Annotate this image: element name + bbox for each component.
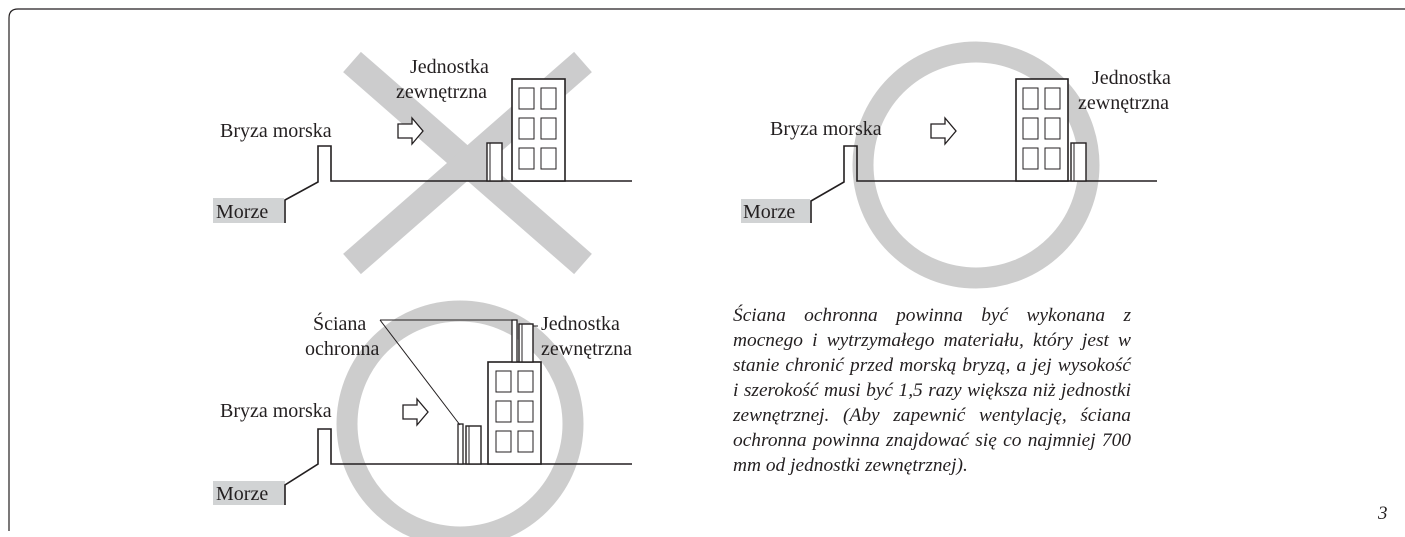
- wall-leader-line: [379, 319, 461, 426]
- building: [511, 78, 566, 182]
- sea-label-box: [213, 198, 284, 223]
- wind-arrow-icon: [397, 116, 424, 146]
- outdoor-unit-roof: [518, 323, 534, 363]
- outdoor-unit: [465, 425, 482, 465]
- building: [1015, 78, 1069, 182]
- page-border: [8, 8, 1405, 531]
- coastline: [810, 145, 1157, 223]
- sea-breeze-label: Bryza morska: [220, 120, 332, 142]
- outdoor-unit: [486, 142, 503, 182]
- outdoor-unit-label: Jednostka zewnętrzna: [1078, 67, 1176, 114]
- circle-ok-icon: [852, 41, 1100, 289]
- outdoor-unit: [1070, 142, 1087, 182]
- wind-arrow-icon: [930, 116, 957, 146]
- diagram-correct-wall: Morze Bryza morska Ściana ochronna: [213, 300, 632, 537]
- coastline: [284, 145, 632, 223]
- protective-wall-note: Ściana ochronna powinna być wykonana z m…: [733, 305, 1131, 476]
- page-number: 3: [1378, 503, 1388, 524]
- sea-label: Morze: [216, 483, 268, 505]
- sea-breeze-label: Bryza morska: [220, 400, 332, 422]
- coastline: [284, 428, 632, 505]
- building: [487, 361, 542, 465]
- sea-label: Morze: [216, 201, 268, 223]
- sea-breeze-label: Bryza morska: [770, 118, 882, 140]
- sea-label-box: [213, 481, 285, 505]
- outdoor-unit-label: Jednostka zewnętrzna: [396, 56, 494, 103]
- diagram-correct-leeward: Morze Bryza morska Jednostka zewnętrzna: [741, 41, 1176, 289]
- protective-wall-roof: [511, 319, 518, 363]
- wind-arrow-icon: [402, 397, 429, 427]
- sea-label-box: [741, 199, 810, 223]
- outdoor-unit-label: Jednostka zewnętrzna: [541, 313, 632, 360]
- diagram-incorrect: Morze Bryza morska Jednostka zewnętrzna: [213, 51, 632, 275]
- wall-label: Ściana ochronna: [305, 311, 380, 360]
- sea-label: Morze: [743, 201, 795, 223]
- circle-ok-icon: [336, 300, 584, 537]
- protective-wall: [457, 423, 464, 465]
